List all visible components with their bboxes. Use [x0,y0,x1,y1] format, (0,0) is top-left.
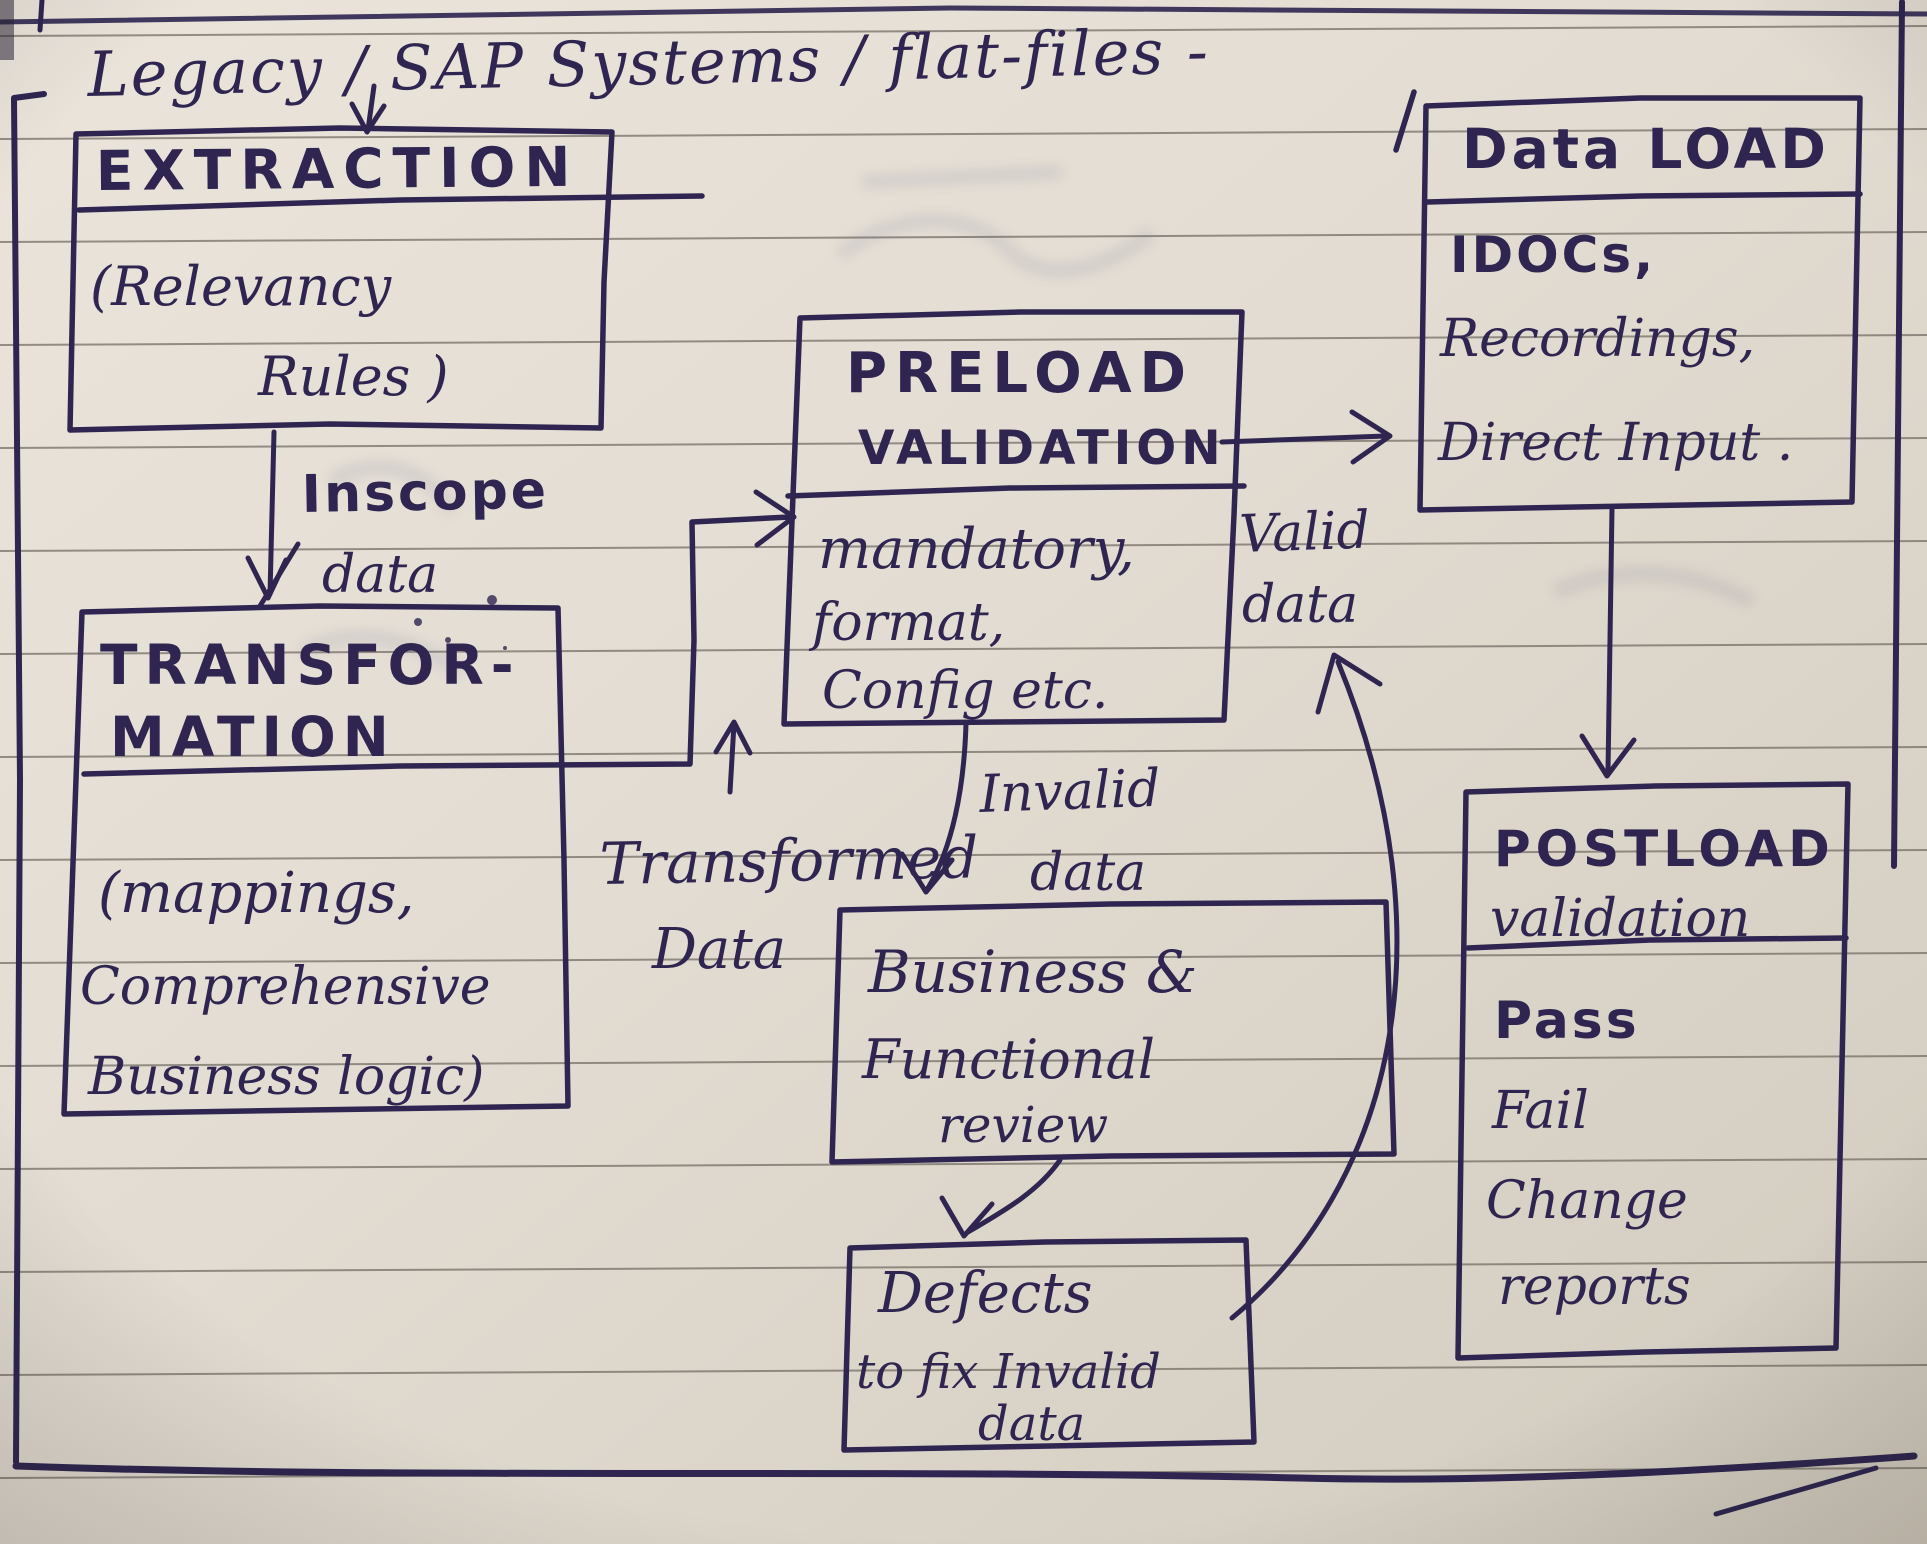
photo-vignette [0,0,1927,1544]
flowchart-diagram: Legacy / SAP Systems / flat-files - EXTR… [0,0,1927,1544]
notebook-page-photo: Legacy / SAP Systems / flat-files - EXTR… [0,0,1927,1544]
